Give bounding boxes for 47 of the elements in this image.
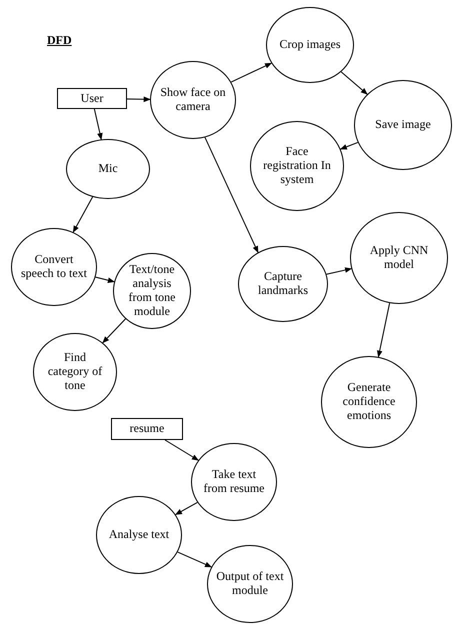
entity-box: [111, 418, 183, 440]
process-circle: [207, 545, 293, 623]
process-circle: [66, 139, 150, 199]
node-label: Analyse text: [108, 528, 170, 542]
process-circle: [350, 212, 448, 304]
node-label: Generate confidence emotions: [342, 381, 396, 423]
arrow: [175, 502, 198, 516]
process-circle: [11, 228, 97, 306]
diagram-title: DFD: [47, 33, 72, 48]
node-label: Save image: [374, 118, 432, 132]
node-label: Convert speech to text: [20, 253, 88, 281]
node-label: resume: [128, 422, 166, 436]
arrow: [340, 142, 358, 150]
node-label: Show face on camera: [159, 86, 227, 114]
arrow: [164, 440, 199, 461]
process-circle: [33, 333, 117, 411]
arrow: [177, 552, 212, 568]
node-label: Crop images: [278, 38, 342, 52]
arrow: [102, 318, 126, 344]
arrow: [126, 96, 151, 102]
arrow: [376, 302, 390, 358]
arrow: [94, 108, 103, 140]
process-circle: [354, 80, 452, 170]
process-circle: [96, 496, 182, 574]
node-label: Face registration In system: [262, 145, 332, 187]
process-circle: [113, 253, 191, 329]
node-label: Capture landmarks: [257, 270, 309, 298]
process-circle: [238, 246, 328, 322]
process-circle: [321, 356, 417, 448]
node-label: Mic: [97, 162, 119, 176]
arrow: [230, 62, 272, 83]
node-label: Apply CNN model: [368, 244, 430, 272]
node-label: Take text from resume: [202, 468, 266, 496]
node-label: Output of text module: [215, 570, 285, 598]
process-circle: [250, 121, 344, 211]
arrow: [326, 267, 352, 275]
entity-box: [57, 88, 127, 109]
process-circle: [191, 443, 277, 521]
process-circle: [266, 7, 354, 83]
node-label: Text/tone analysis from tone module: [128, 263, 176, 319]
node-label: Find category of tone: [46, 351, 104, 393]
node-label: User: [80, 92, 104, 106]
process-circle: [150, 61, 236, 139]
arrow: [72, 196, 94, 233]
arrow: [95, 276, 115, 283]
arrow: [204, 136, 258, 254]
arrow: [340, 71, 368, 95]
